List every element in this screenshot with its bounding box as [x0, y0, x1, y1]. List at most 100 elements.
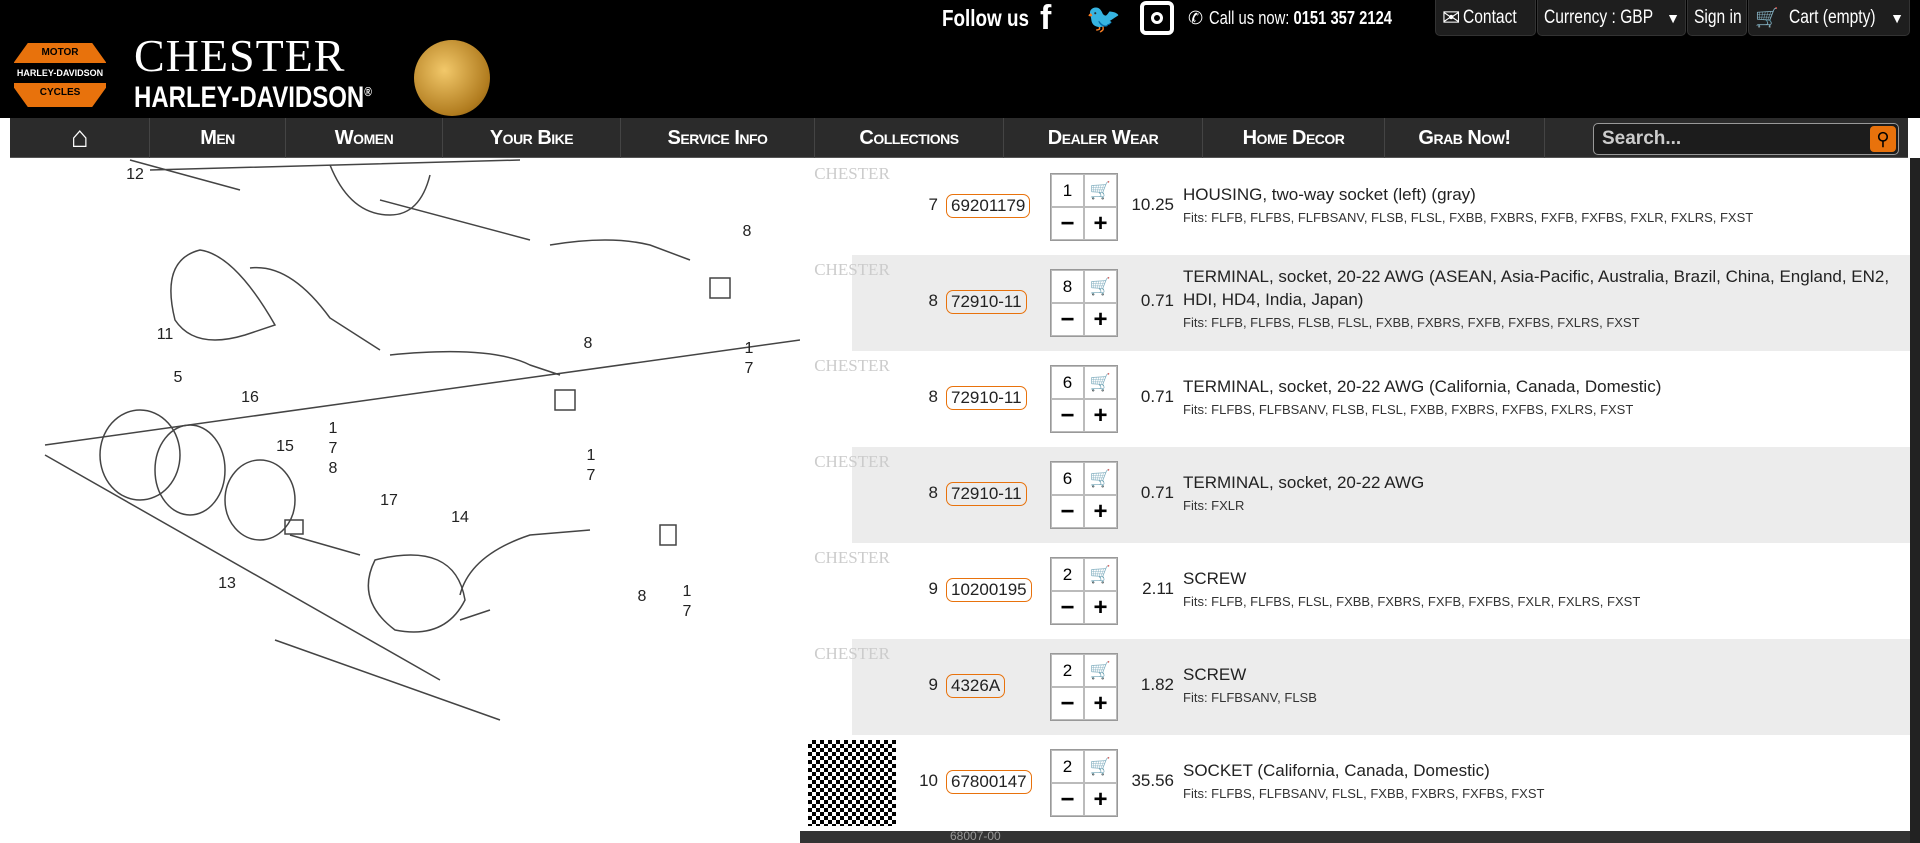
plus-icon[interactable]: + — [1084, 303, 1117, 336]
part-description: TERMINAL, socket, 20-22 AWG — [1183, 473, 1425, 492]
nav-women[interactable]: Women — [286, 118, 443, 158]
plus-icon[interactable]: + — [1084, 591, 1117, 624]
plus-icon[interactable]: + — [1084, 207, 1117, 240]
add-to-cart-icon[interactable]: 🛒 — [1084, 750, 1117, 783]
part-row: CHESTER 8 72910-11 6 🛒 − + 0.71 TERMINAL… — [800, 447, 1910, 543]
contact-button[interactable]: ✉Contact — [1435, 0, 1536, 36]
quantity-stepper[interactable]: 2 🛒 − + — [1050, 749, 1118, 817]
quantity-stepper[interactable]: 1 🛒 − + — [1050, 173, 1118, 241]
ref-number: 10 — [919, 771, 938, 790]
part-description: SCREW — [1183, 569, 1247, 588]
facebook-icon[interactable]: f — [1040, 0, 1052, 37]
part-number-link[interactable]: 72910-11 — [946, 386, 1027, 410]
home-icon: ⌂ — [70, 121, 89, 154]
part-number-link[interactable]: 72910-11 — [946, 290, 1027, 314]
callout-label: 16 — [241, 389, 259, 406]
minus-icon[interactable]: − — [1051, 399, 1084, 432]
plus-icon[interactable]: + — [1084, 399, 1117, 432]
watermark: CHESTER — [814, 548, 890, 567]
minus-icon[interactable]: − — [1051, 495, 1084, 528]
twitter-icon[interactable]: 🐦 — [1086, 2, 1121, 34]
search-input[interactable]: Search...⚲ — [1593, 123, 1899, 155]
ref-number: 7 — [928, 195, 938, 214]
part-thumbnail[interactable]: CHESTER — [808, 452, 896, 538]
plus-icon[interactable]: + — [1084, 783, 1117, 816]
part-number-link[interactable]: 67800147 — [946, 770, 1032, 794]
ref-number: 9 — [928, 675, 938, 694]
phone-number[interactable]: 0151 357 2124 — [1293, 7, 1393, 28]
nav-your-bike[interactable]: Your Bike — [443, 118, 621, 158]
plus-icon[interactable]: + — [1084, 495, 1117, 528]
quantity-stepper[interactable]: 2 🛒 − + — [1050, 653, 1118, 721]
watermark: CHESTER — [814, 164, 890, 183]
quantity-input[interactable]: 6 — [1051, 462, 1084, 495]
quantity-input[interactable]: 8 — [1051, 270, 1084, 303]
part-thumbnail[interactable]: CHESTER — [808, 644, 896, 730]
minus-icon[interactable]: − — [1051, 591, 1084, 624]
nav-dealer-wear[interactable]: Dealer Wear — [1004, 118, 1203, 158]
cart-dropdown[interactable]: 🛒Cart (empty)▼ — [1748, 0, 1910, 36]
header: MOTOR HARLEY-DAVIDSON CYCLES CHESTER HAR… — [0, 0, 1920, 118]
part-number-link[interactable]: 10200195 — [946, 578, 1032, 602]
part-number-link[interactable]: 72910-11 — [946, 482, 1027, 506]
price: 2.11 — [1142, 579, 1174, 598]
quantity-input[interactable]: 2 — [1051, 654, 1084, 687]
minus-icon[interactable]: − — [1051, 687, 1084, 720]
minus-icon[interactable]: − — [1051, 303, 1084, 336]
nav-home[interactable]: ⌂ — [10, 118, 150, 158]
instagram-icon[interactable] — [1140, 0, 1174, 36]
nav-men[interactable]: Men — [150, 118, 286, 158]
quantity-input[interactable]: 6 — [1051, 366, 1084, 399]
site-title[interactable]: CHESTER HARLEY-DAVIDSON® — [134, 30, 431, 114]
callout-label: 12 — [126, 166, 144, 183]
nav-service-info[interactable]: Service Info — [621, 118, 815, 158]
title-chester: CHESTER — [134, 30, 346, 81]
price: 0.71 — [1140, 291, 1174, 310]
add-to-cart-icon[interactable]: 🛒 — [1084, 270, 1117, 303]
part-thumbnail[interactable]: CHESTER — [808, 260, 896, 346]
callout-label: 15 — [276, 438, 294, 455]
minus-icon[interactable]: − — [1051, 783, 1084, 816]
ref-number: 8 — [928, 483, 938, 502]
cart-label: Cart (empty) — [1788, 6, 1876, 28]
price: 10.25 — [1131, 195, 1174, 214]
part-description: TERMINAL, socket, 20-22 AWG (ASEAN, Asia… — [1183, 267, 1890, 309]
call-label: Call us now: — [1209, 7, 1290, 28]
quantity-stepper[interactable]: 6 🛒 − + — [1050, 365, 1118, 433]
plus-icon[interactable]: + — [1084, 687, 1117, 720]
nav-collections[interactable]: Collections — [815, 118, 1004, 158]
minus-icon[interactable]: − — [1051, 207, 1084, 240]
callout-label: 1 — [745, 340, 754, 357]
add-to-cart-icon[interactable]: 🛒 — [1084, 366, 1117, 399]
badge-bot: CYCLES — [39, 87, 81, 98]
add-to-cart-icon[interactable]: 🛒 — [1084, 174, 1117, 207]
part-description: HOUSING, two-way socket (left) (gray) — [1183, 185, 1476, 204]
callout-label: 1 — [329, 420, 338, 437]
quantity-stepper[interactable]: 2 🛒 − + — [1050, 557, 1118, 625]
hd-logo[interactable]: MOTOR HARLEY-DAVIDSON CYCLES — [14, 43, 106, 107]
part-thumbnail[interactable]: CHESTER — [808, 548, 896, 634]
part-thumbnail[interactable]: CHESTER — [808, 164, 896, 250]
quantity-input[interactable]: 2 — [1051, 558, 1084, 591]
nav-grab-now[interactable]: Grab Now! — [1385, 118, 1545, 158]
nav-home-decor[interactable]: Home Decor — [1203, 118, 1385, 158]
part-row: CHESTER 7 69201179 1 🛒 − + 10.25 HOUSING… — [800, 159, 1910, 255]
price: 0.71 — [1140, 483, 1174, 502]
add-to-cart-icon[interactable]: 🛒 — [1084, 654, 1117, 687]
add-to-cart-icon[interactable]: 🛒 — [1084, 462, 1117, 495]
sign-in-button[interactable]: Sign in — [1687, 0, 1747, 36]
quantity-stepper[interactable]: 8 🛒 − + — [1050, 269, 1118, 337]
badge-top: MOTOR — [41, 47, 79, 58]
part-number-link[interactable]: 69201179 — [946, 194, 1031, 218]
part-number-link[interactable]: 4326A — [946, 674, 1006, 698]
scrollbar[interactable] — [1910, 158, 1920, 843]
part-thumbnail[interactable]: CHESTER — [808, 356, 896, 442]
quantity-input[interactable]: 2 — [1051, 750, 1084, 783]
search-icon[interactable]: ⚲ — [1870, 126, 1896, 152]
add-to-cart-icon[interactable]: 🛒 — [1084, 558, 1117, 591]
quantity-input[interactable]: 1 — [1051, 174, 1084, 207]
quantity-stepper[interactable]: 6 🛒 − + — [1050, 461, 1118, 529]
part-thumbnail[interactable] — [808, 740, 896, 826]
currency-dropdown[interactable]: Currency : GBP▼ — [1537, 0, 1686, 36]
